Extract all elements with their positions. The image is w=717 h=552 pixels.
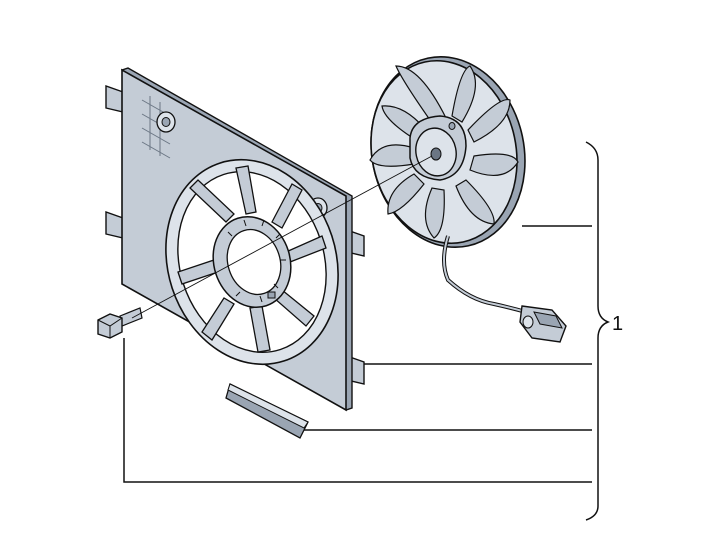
shroud-hub-ring-inner (226, 228, 282, 296)
shroud-tab-mid-left (105, 211, 124, 239)
fan-motor-assembly (369, 55, 567, 343)
foam-strip (225, 383, 309, 439)
shroud-spokes (177, 165, 327, 353)
callout-label-1: 1 (612, 313, 623, 335)
mounting-bolt (97, 307, 143, 339)
shroud-hub-tab (267, 291, 276, 299)
fan-connector (519, 305, 567, 343)
shroud-hub-notches (227, 219, 286, 303)
callout-bracket (585, 141, 611, 521)
fan-shroud (105, 67, 365, 412)
fan-motor-shaft (430, 147, 442, 161)
shroud-tab-top-left (105, 85, 124, 113)
shroud-boss-top (156, 111, 176, 133)
leader-lines (123, 225, 592, 483)
leader-bolt (123, 338, 592, 483)
fan-motor-screw (448, 122, 456, 130)
exploded-view-lines (131, 155, 433, 319)
